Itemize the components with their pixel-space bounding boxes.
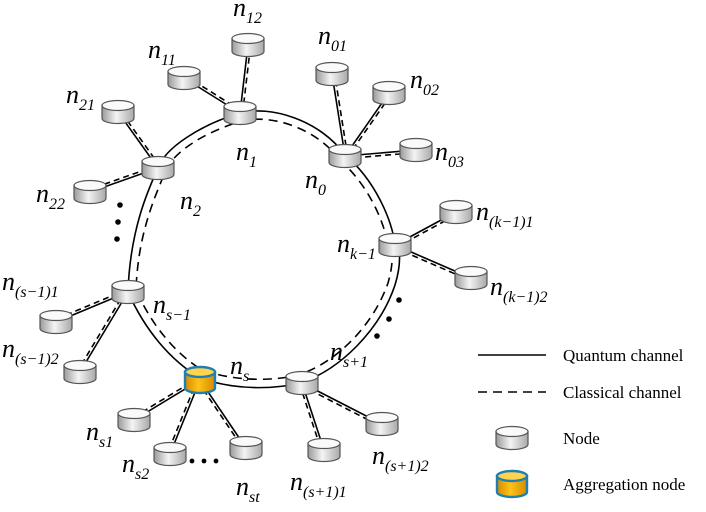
- label-n21: n21: [66, 80, 95, 114]
- label-nsm12: n(s−1)2: [2, 334, 59, 368]
- label-ns_2: ns2: [122, 449, 149, 483]
- ellipsis-dot: [386, 316, 392, 322]
- node-n11: [167, 65, 201, 91]
- node-n2: [141, 155, 175, 181]
- legend-aggregation-icon: [495, 469, 529, 499]
- ellipsis-dot: [117, 202, 123, 208]
- classical-spoke-nsm12: [77, 290, 127, 372]
- label-n01: n01: [318, 21, 347, 55]
- label-nk1: nk−1: [337, 229, 376, 263]
- node-nk12: [454, 265, 488, 291]
- quantum-spoke-nsm12: [79, 291, 129, 373]
- node-n12: [231, 32, 265, 58]
- label-nsp11: n(s+1)1: [290, 467, 347, 501]
- legend-classical-label: Classical channel: [563, 383, 682, 402]
- node-n01: [315, 61, 349, 87]
- node-nsm12: [63, 359, 97, 385]
- ellipsis-dot: [396, 297, 402, 303]
- label-ns: ns: [230, 351, 249, 385]
- label-n2: n2: [180, 186, 201, 220]
- label-nsp12: n(s+1)2: [372, 441, 429, 475]
- node-n21: [101, 99, 135, 125]
- labels-layer: n01 n02 n03 n11 n12 n21 n22 n(k−1)1 n(k−1)2 n(s−1…: [2, 0, 548, 506]
- legend-node-cylinder: [495, 425, 529, 451]
- node-ns_1: [117, 407, 151, 433]
- label-nk12: n(k−1)2: [490, 272, 548, 306]
- label-nsm11: n(s−1)1: [2, 267, 59, 301]
- aggregation-node-ns: [183, 365, 217, 395]
- label-ns_1: ns1: [86, 417, 113, 451]
- classical-spoke-n01: [333, 73, 349, 156]
- node-nk1: [378, 232, 412, 258]
- label-n1: n1: [236, 137, 257, 171]
- label-ns_t: nst: [236, 472, 260, 506]
- quantum-spoke-n01: [331, 73, 346, 157]
- legend-node-label: Node: [563, 429, 600, 448]
- ellipsis-dots: [114, 202, 402, 464]
- legend: Quantum channel Classical channel Node A…: [478, 346, 685, 499]
- ellipsis-dot: [189, 458, 195, 464]
- label-ns1p: ns+1: [330, 337, 368, 371]
- label-n02: n02: [410, 65, 439, 99]
- node-ns_t: [229, 435, 263, 461]
- legend-node-icon: [495, 425, 529, 451]
- label-n0: n0: [305, 165, 326, 199]
- node-ns1m: [111, 279, 145, 305]
- label-n03: n03: [435, 137, 464, 171]
- node-nsm11: [39, 309, 73, 335]
- legend-aggregation-label: Aggregation node: [563, 475, 685, 494]
- label-n12: n12: [233, 0, 262, 27]
- label-n11: n11: [148, 35, 176, 69]
- node-nk11: [439, 199, 473, 225]
- legend-quantum-label: Quantum channel: [563, 346, 684, 365]
- node-n02: [372, 80, 406, 106]
- node-ns1p: [285, 370, 319, 396]
- ellipsis-dot: [115, 219, 121, 225]
- node-n0: [328, 143, 362, 169]
- node-nsp11: [307, 437, 341, 463]
- ellipsis-dot: [114, 236, 120, 242]
- ellipsis-dot: [374, 333, 380, 339]
- label-n22: n22: [36, 179, 65, 213]
- ellipsis-dot: [201, 458, 207, 464]
- label-ns1m: ns−1: [153, 290, 191, 324]
- node-n03: [399, 137, 433, 163]
- node-ns_2: [153, 441, 187, 467]
- node-n22: [73, 179, 107, 205]
- ellipsis-dot: [213, 458, 219, 464]
- node-nsp12: [365, 411, 399, 437]
- legend-aggregation-cylinder: [495, 469, 529, 499]
- node-n1: [223, 100, 257, 126]
- nodes-layer: [39, 32, 488, 467]
- label-nk11: n(k−1)1: [476, 197, 534, 231]
